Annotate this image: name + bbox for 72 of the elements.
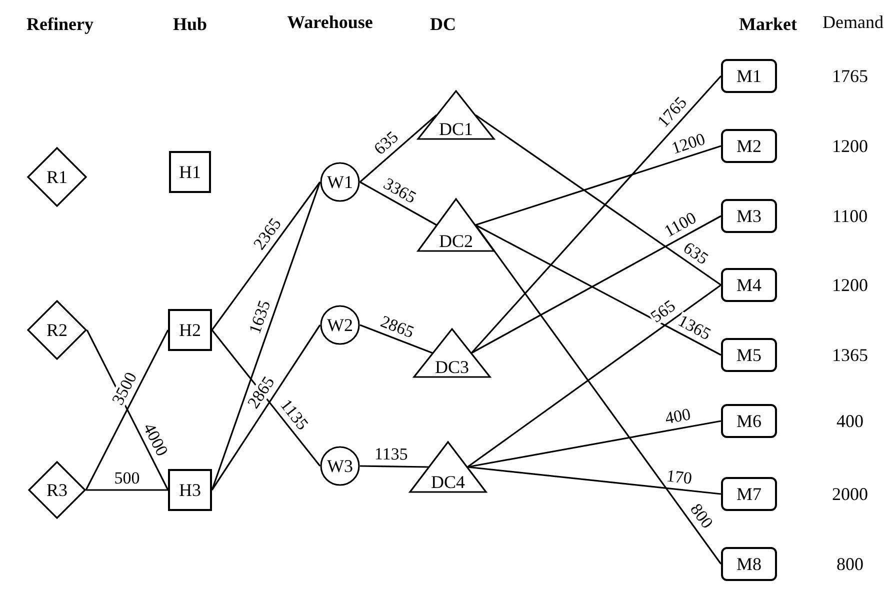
node-label: H2 <box>178 320 202 340</box>
rounded-box-node <box>721 547 777 581</box>
column-heading: Warehouse <box>287 12 373 32</box>
connector-line <box>475 114 722 286</box>
connector-line <box>359 114 438 183</box>
triangle-node <box>417 90 495 140</box>
demand-value: 1200 <box>832 136 868 156</box>
node-label: R3 <box>45 480 68 500</box>
node-label: W2 <box>326 315 354 335</box>
node-label: M7 <box>735 484 762 504</box>
connector-line <box>475 145 722 226</box>
node-label: M6 <box>735 411 762 431</box>
node-label: R2 <box>45 320 68 340</box>
circle-node <box>320 446 360 486</box>
connector-line <box>360 465 429 468</box>
column-heading: Demand <box>822 12 884 32</box>
connector-line <box>211 324 321 490</box>
edge-label: 500 <box>113 470 141 486</box>
node-label: DC3 <box>434 357 470 377</box>
diamond-node <box>28 461 86 519</box>
demand-value: 800 <box>836 554 864 574</box>
connector-line <box>86 489 168 491</box>
demand-value: 1100 <box>832 206 868 226</box>
rounded-box-node <box>721 59 777 93</box>
demand-value: 1365 <box>832 345 868 365</box>
triangle-node <box>413 328 491 378</box>
connector-line <box>211 182 321 490</box>
node-label: M1 <box>735 66 762 86</box>
column-heading: Refinery <box>26 14 94 34</box>
rounded-box-node <box>721 199 777 233</box>
node-label: W3 <box>326 456 354 476</box>
square-node <box>168 469 212 511</box>
node-label: M8 <box>735 554 762 574</box>
node-label: M3 <box>735 206 762 226</box>
diamond-node <box>27 300 87 360</box>
rounded-box-node <box>721 268 777 302</box>
node-label: DC1 <box>438 119 474 139</box>
connector-line <box>467 284 722 468</box>
node-label: DC2 <box>438 231 474 251</box>
node-label: H1 <box>178 162 202 182</box>
connector-line <box>360 181 437 226</box>
square-node <box>168 309 212 351</box>
rounded-box-node <box>721 129 777 163</box>
node-label: DC4 <box>430 472 466 492</box>
triangle-node <box>417 198 495 252</box>
connector-line <box>467 420 722 468</box>
column-heading: Hub <box>172 14 208 34</box>
column-heading: DC <box>430 14 456 34</box>
circle-node <box>320 162 360 202</box>
node-label: R1 <box>45 167 68 187</box>
diamond-node <box>27 147 87 207</box>
demand-value: 1765 <box>832 66 868 86</box>
rounded-box-node <box>721 404 777 438</box>
node-label: M2 <box>735 136 762 156</box>
square-node <box>169 151 211 193</box>
node-label: M4 <box>735 275 762 295</box>
connector-line <box>211 330 321 466</box>
column-heading: Market <box>739 14 797 34</box>
triangle-node <box>409 441 487 493</box>
connector-line <box>470 75 722 354</box>
node-label: M5 <box>735 345 762 365</box>
rounded-box-node <box>721 477 777 511</box>
node-label: H3 <box>178 480 202 500</box>
connector-line <box>360 324 433 354</box>
demand-value: 400 <box>836 411 864 431</box>
node-label: W1 <box>326 172 354 192</box>
connector-line <box>211 182 321 330</box>
demand-value: 2000 <box>832 484 868 504</box>
demand-value: 1200 <box>832 275 868 295</box>
rounded-box-node <box>721 338 777 372</box>
circle-node <box>320 305 360 345</box>
connector-line <box>467 466 722 495</box>
